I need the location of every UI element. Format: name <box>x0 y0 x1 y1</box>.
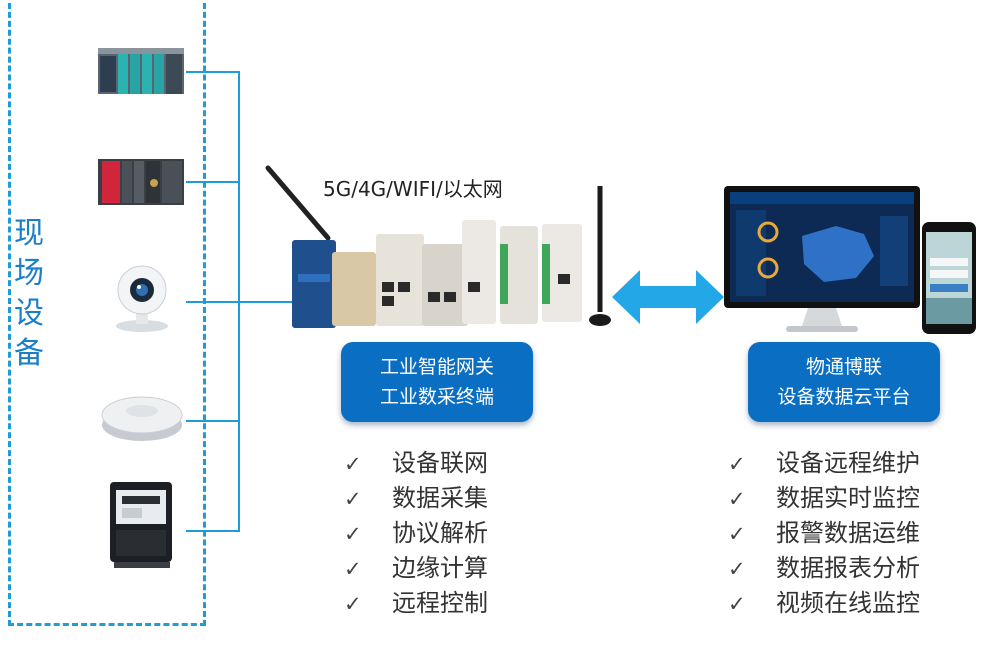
gateway-feature-list: ✓ 设备联网 ✓ 数据采集 ✓ 协议解析 ✓ 边缘计算 ✓ 远程控制 <box>344 446 488 621</box>
list-item: ✓ 数据采集 <box>344 481 488 516</box>
gateway-box: 工业智能网关 工业数采终端 <box>341 342 533 422</box>
webcam-icon <box>116 265 168 332</box>
check-icon: ✓ <box>728 522 746 546</box>
plc-rack-red-icon <box>98 159 184 205</box>
gateway-link-line <box>238 301 324 303</box>
check-icon: ✓ <box>344 557 362 581</box>
smoke-detector-icon <box>101 396 183 441</box>
list-item: ✓ 协议解析 <box>344 516 488 551</box>
feature-label: 边缘计算 <box>392 554 488 582</box>
check-icon: ✓ <box>344 522 362 546</box>
list-item: ✓ 设备远程维护 <box>728 446 920 481</box>
gateway-box-line2: 工业数采终端 <box>379 386 494 408</box>
list-item: ✓ 边缘计算 <box>344 551 488 586</box>
list-item: ✓ 远程控制 <box>344 586 488 621</box>
electric-meter-icon <box>110 482 172 568</box>
cloud-box-line1: 物通博联 <box>805 356 882 378</box>
feature-label: 设备远程维护 <box>776 449 920 477</box>
feature-label: 视频在线监控 <box>776 589 920 617</box>
cloud-feature-list: ✓ 设备远程维护 ✓ 数据实时监控 ✓ 报警数据运维 ✓ 数据报表分析 ✓ 视频在线监控 <box>728 446 920 621</box>
list-item: ✓ 报警数据运维 <box>728 516 920 551</box>
check-icon: ✓ <box>728 557 746 581</box>
feature-label: 数据实时监控 <box>776 484 920 512</box>
feature-label: 报警数据运维 <box>776 519 920 547</box>
check-icon: ✓ <box>344 592 362 616</box>
check-icon: ✓ <box>728 592 746 616</box>
bidirectional-arrow-icon <box>612 270 724 324</box>
connector-line <box>186 301 240 303</box>
gateway-box-line1: 工业智能网关 <box>379 356 494 378</box>
cloud-box: 物通博联 设备数据云平台 <box>748 342 940 422</box>
check-icon: ✓ <box>344 487 362 511</box>
connector-line <box>186 420 240 422</box>
check-icon: ✓ <box>728 487 746 511</box>
feature-label: 数据采集 <box>392 484 488 512</box>
feature-label: 数据报表分析 <box>776 554 920 582</box>
field-devices-frame <box>8 0 206 626</box>
connector-line <box>186 71 240 73</box>
list-item: ✓ 设备联网 <box>344 446 488 481</box>
cloud-box-line2: 设备数据云平台 <box>777 386 911 408</box>
gateway-devices-image <box>265 165 611 328</box>
feature-label: 设备联网 <box>392 449 488 477</box>
field-devices-title: 现场设备 <box>14 216 46 371</box>
check-icon: ✓ <box>344 452 362 476</box>
list-item: ✓ 数据报表分析 <box>728 551 920 586</box>
plc-rack-icon <box>98 48 184 94</box>
connector-line <box>186 530 240 532</box>
feature-label: 远程控制 <box>392 589 488 617</box>
monitor-dashboard-image <box>724 186 976 334</box>
connector-line <box>186 181 240 183</box>
list-item: ✓ 数据实时监控 <box>728 481 920 516</box>
feature-label: 协议解析 <box>392 519 488 547</box>
check-icon: ✓ <box>728 452 746 476</box>
list-item: ✓ 视频在线监控 <box>728 586 920 621</box>
network-label: 5G/4G/WIFI/以太网 <box>323 177 503 201</box>
antenna-icon <box>265 165 331 241</box>
